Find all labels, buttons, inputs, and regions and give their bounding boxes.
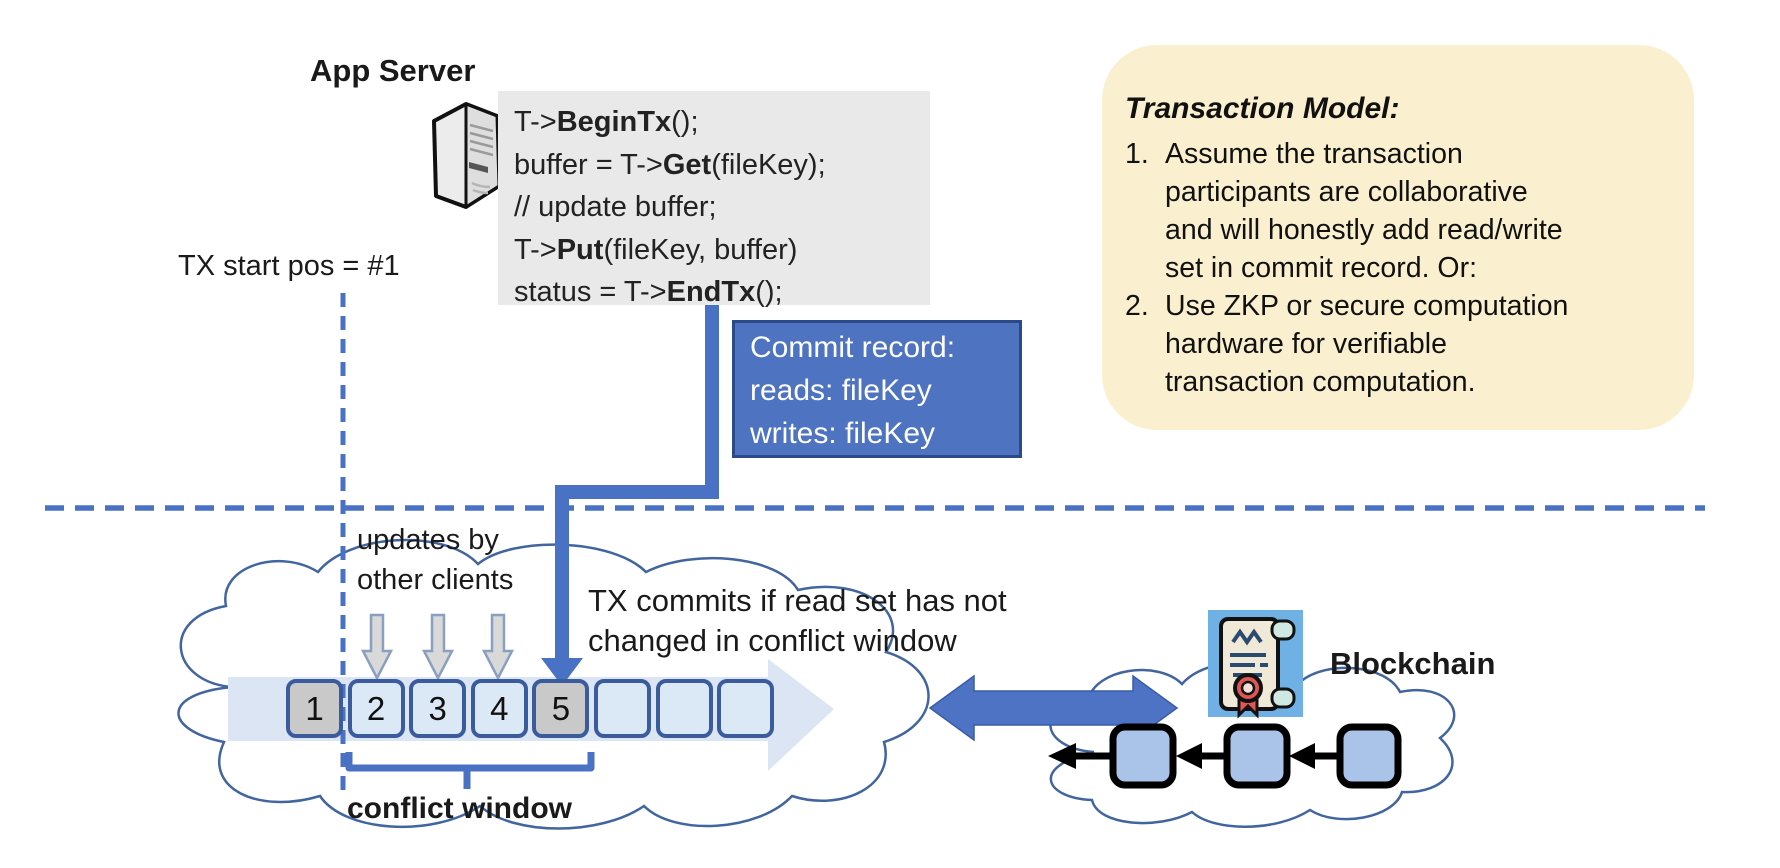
timeline-block: [593, 679, 651, 738]
transaction-model-item: 1. Assume the transaction participants a…: [1125, 135, 1668, 287]
update-arrows: [360, 613, 515, 681]
code-line: T->Put(fileKey, buffer): [514, 233, 798, 266]
timeline-block: 5: [532, 679, 590, 738]
sync-double-arrow: [928, 674, 1179, 742]
app-server-title: App Server: [310, 53, 476, 88]
blockchain-label: Blockchain: [1330, 646, 1496, 681]
updates-by-label: updates by other clients: [357, 524, 514, 596]
blockchain-block: [1223, 723, 1291, 789]
update-arrow: [421, 613, 455, 681]
timeline-block: 1: [286, 679, 343, 738]
code-line: // update buffer;: [514, 191, 717, 223]
update-arrow: [360, 613, 394, 681]
blockchain-block: [1109, 723, 1177, 789]
code-block: T->BeginTx(); buffer = T->Get(fileKey); …: [498, 91, 930, 308]
tx-commits-note: TX commits if read set has not changed i…: [588, 583, 1007, 658]
timeline-block: 2: [347, 679, 405, 738]
conflict-window-brace: [345, 752, 595, 789]
timeline-block: 4: [470, 679, 528, 738]
smart-contract-icon: [1208, 610, 1303, 719]
transaction-model-box: Transaction Model: 1. Assume the transac…: [1102, 45, 1694, 430]
commit-arrow: [541, 305, 719, 686]
conflict-window-label: conflict window: [347, 792, 572, 825]
timeline-blocks: 1 2 3 4 5: [286, 679, 775, 738]
code-line: T->BeginTx();: [514, 106, 699, 138]
timeline-block: [717, 679, 775, 738]
update-arrow: [481, 613, 515, 681]
list-number: 2.: [1125, 290, 1149, 322]
blockchain-block: [1336, 723, 1402, 789]
timeline-block: 3: [409, 679, 467, 738]
commit-record-box: Commit record: reads: fileKey writes: fi…: [732, 320, 1022, 458]
transaction-model-title: Transaction Model:: [1125, 92, 1400, 125]
blockchain-chain: [1048, 723, 1402, 789]
list-text: Use ZKP or secure computation hardware f…: [1165, 290, 1569, 398]
list-text: Assume the transaction participants are …: [1165, 138, 1563, 284]
timeline-block: [655, 679, 713, 738]
server-icon: [432, 102, 501, 209]
code-line: status = T->EndTx();: [514, 276, 783, 308]
tx-start-pos-label: TX start pos = #1: [178, 250, 400, 282]
code-line: buffer = T->Get(fileKey);: [514, 148, 826, 181]
list-number: 1.: [1125, 138, 1149, 170]
transaction-model-item: 2. Use ZKP or secure computation hardwar…: [1125, 287, 1668, 401]
